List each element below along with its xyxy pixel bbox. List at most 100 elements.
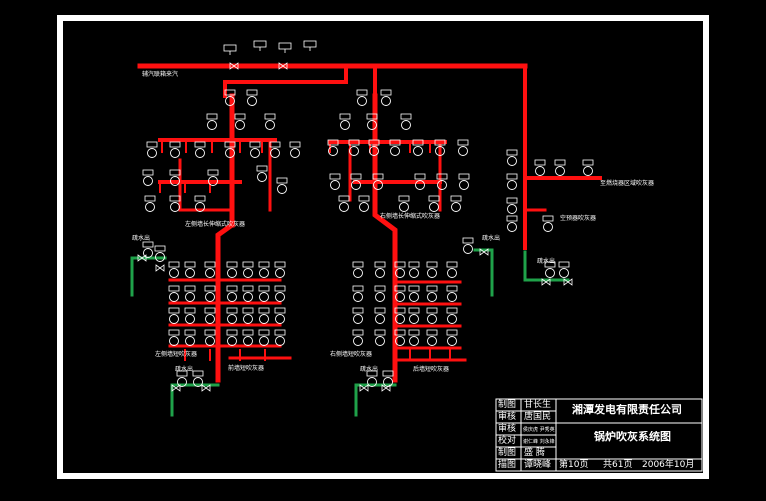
- instrument-tag: [224, 89, 236, 96]
- instrument-tag: [366, 370, 378, 377]
- instrument-tag: [408, 285, 420, 292]
- instrument-circle: [275, 336, 285, 346]
- left-lower-trunk: [215, 221, 236, 383]
- sootblower-symbol: [258, 285, 270, 302]
- instrument-tag: [554, 159, 566, 166]
- instrument-tag: [144, 195, 156, 202]
- instrument-circle: [357, 96, 367, 106]
- instrument-circle: [507, 222, 517, 232]
- instrument-tag: [457, 139, 469, 146]
- instrument-circle: [413, 146, 423, 156]
- instrument-tag: [374, 261, 386, 268]
- sootblower-symbol: [534, 159, 546, 176]
- instrument-circle: [169, 314, 179, 324]
- sootblower-symbol: [544, 261, 556, 278]
- sootblower-symbol: [352, 261, 364, 278]
- instrument-circle: [583, 166, 593, 176]
- sootblower-symbol: [352, 329, 364, 346]
- instrument-tag: [426, 307, 438, 314]
- sootblower-symbol: [184, 285, 196, 302]
- instrument-circle: [235, 120, 245, 130]
- instrument-tag: [204, 329, 216, 336]
- sootblower-symbol: [327, 139, 339, 156]
- instrument-tag: [462, 237, 474, 244]
- instrument-circle: [227, 336, 237, 346]
- left-long-sootblower-label: 左侧墙长伸缩式吹灰器: [185, 220, 245, 228]
- instrument-tag: [338, 195, 350, 202]
- drawing-date: 2006年10月: [642, 460, 695, 470]
- instrument-tag: [506, 215, 518, 222]
- instrument-tag: [168, 329, 180, 336]
- instrument-tag: [249, 141, 261, 148]
- tb-name-2: 唐国民: [524, 412, 552, 422]
- instrument-tag: [274, 307, 286, 314]
- rear-short-sootblower-label: 后墙短吹灰器: [413, 365, 449, 373]
- sootblower-symbol: [506, 197, 518, 214]
- instrument-circle: [225, 148, 235, 158]
- instrument-tag: [339, 113, 351, 120]
- sootblower-symbol: [289, 141, 301, 158]
- sootblower-symbol: [408, 307, 420, 324]
- instrument-circle: [375, 268, 385, 278]
- instrument-circle: [381, 96, 391, 106]
- drain-label-3: 疏水出: [175, 365, 193, 373]
- instrument-tag: [169, 169, 181, 176]
- instrument-tag: [434, 139, 446, 146]
- sootblower-symbol: [184, 261, 196, 278]
- sootblower-symbol: [206, 113, 218, 130]
- sootblower-symbol: [258, 307, 270, 324]
- sootblower-symbol: [258, 261, 270, 278]
- sootblower-symbol: [398, 195, 410, 212]
- instrument-circle: [193, 377, 203, 387]
- instrument-tag: [408, 307, 420, 314]
- instrument-tag: [412, 139, 424, 146]
- sootblower-symbol: [400, 113, 412, 130]
- instrument-tag: [169, 141, 181, 148]
- instrument-circle: [227, 314, 237, 324]
- instrument-tag: [450, 195, 462, 202]
- sootblower-symbol: [192, 370, 204, 387]
- instrument-circle: [259, 314, 269, 324]
- instrument-circle: [259, 336, 269, 346]
- instrument-circle: [409, 336, 419, 346]
- sootblower-symbol: [224, 141, 236, 158]
- sootblower-symbol: [168, 285, 180, 302]
- instrument-circle: [390, 146, 400, 156]
- sootblower-symbol: [426, 285, 438, 302]
- instrument-circle: [205, 314, 215, 324]
- sootblower-symbol: [204, 307, 216, 324]
- sootblower-symbol: [408, 285, 420, 302]
- instrument-circle: [145, 202, 155, 212]
- sootblower-symbol: [339, 113, 351, 130]
- sootblower-symbol: [389, 139, 401, 156]
- tb-name-6: 谭晓峰: [524, 460, 552, 470]
- instrument-tag: [184, 285, 196, 292]
- front-short-sootblower-label: 前墙短吹灰器: [228, 364, 264, 372]
- page-total: 共61页: [603, 460, 633, 470]
- sootblower-symbol: [436, 173, 448, 190]
- instrument-circle: [243, 268, 253, 278]
- sootblower-symbol: [168, 307, 180, 324]
- instrument-tag: [184, 261, 196, 268]
- instrument-circle: [427, 268, 437, 278]
- instrument-circle: [463, 244, 473, 254]
- sootblower-symbol: [358, 195, 370, 212]
- instrument-circle: [205, 268, 215, 278]
- instrument-circle: [243, 314, 253, 324]
- valve-symbol: [201, 384, 211, 392]
- tb-role-4: 校对: [498, 436, 517, 446]
- instrument-tag: [394, 285, 406, 292]
- instrument-tag: [258, 285, 270, 292]
- sootblower-symbol: [274, 329, 286, 346]
- instrument-tag: [389, 139, 401, 146]
- instrument-circle: [375, 314, 385, 324]
- instrument-tag: [446, 261, 458, 268]
- sootblower-symbol: [408, 329, 420, 346]
- instrument-tag: [194, 141, 206, 148]
- valve-symbol: [155, 264, 165, 272]
- instrument-tag: [352, 329, 364, 336]
- sootblower-symbol: [506, 215, 518, 232]
- tb-name-5: 盛 腾: [524, 448, 545, 458]
- valve-symbol: [359, 384, 369, 392]
